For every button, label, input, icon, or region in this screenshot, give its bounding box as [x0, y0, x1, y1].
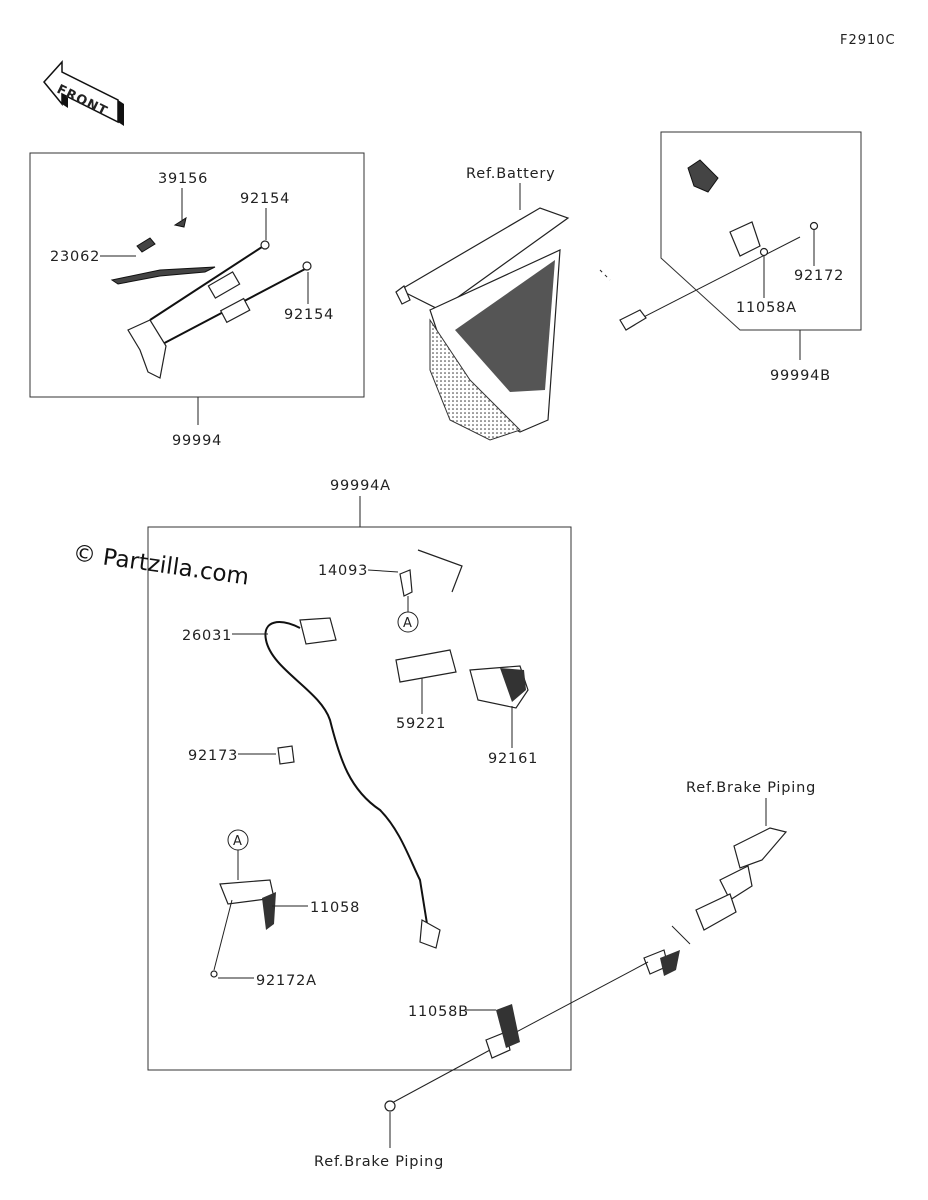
- callout-92172a: 92172A: [256, 973, 317, 989]
- callout-14093: 14093: [318, 563, 368, 579]
- grip-dash-line: [599, 236, 801, 331]
- front-arrow-icon: FRONT: [43, 60, 124, 126]
- callout-99994a: 99994A: [330, 478, 391, 494]
- callout-11058b: 11058B: [408, 1004, 469, 1020]
- callout-ref-brake-piping-lower: Ref.Brake Piping: [314, 1154, 444, 1170]
- bracket-11058: [210, 879, 276, 978]
- callout-92161: 92161: [488, 751, 538, 767]
- callout-92173: 92173: [188, 748, 238, 764]
- callout-99994: 99994: [172, 433, 222, 449]
- callout-26031: 26031: [182, 628, 232, 644]
- figure-code: F2910C: [840, 33, 896, 48]
- callout-23062: 23062: [50, 249, 100, 265]
- reference-marker-a-upper: [397, 611, 419, 633]
- callout-39156: 39156: [158, 171, 208, 187]
- callout-92154-upper: 92154: [240, 191, 290, 207]
- battery-case: [395, 207, 570, 441]
- handlebar-assembly: [110, 216, 312, 379]
- reference-a-upper-label: A: [403, 616, 413, 631]
- callout-92154-lower: 92154: [284, 307, 334, 323]
- brake-line-assembly: [384, 827, 788, 1112]
- watermark: © Partzilla.com: [71, 540, 250, 590]
- callout-99994b: 99994B: [770, 368, 831, 384]
- callout-59221: 59221: [396, 716, 446, 732]
- callout-11058a: 11058A: [736, 300, 797, 316]
- switch-assembly: [395, 649, 529, 709]
- cover-14093: [399, 549, 463, 597]
- clip-92173: [277, 745, 295, 765]
- kit-box-99994: [29, 152, 365, 398]
- callout-92172: 92172: [794, 268, 844, 284]
- callout-11058: 11058: [310, 900, 360, 916]
- grip-end-assembly: [687, 159, 819, 257]
- kit-box-99994a: [147, 526, 572, 1071]
- callout-ref-battery: Ref.Battery: [466, 166, 555, 182]
- callout-ref-brake-piping-upper: Ref.Brake Piping: [686, 780, 816, 796]
- reference-a-lower-label: A: [233, 834, 243, 849]
